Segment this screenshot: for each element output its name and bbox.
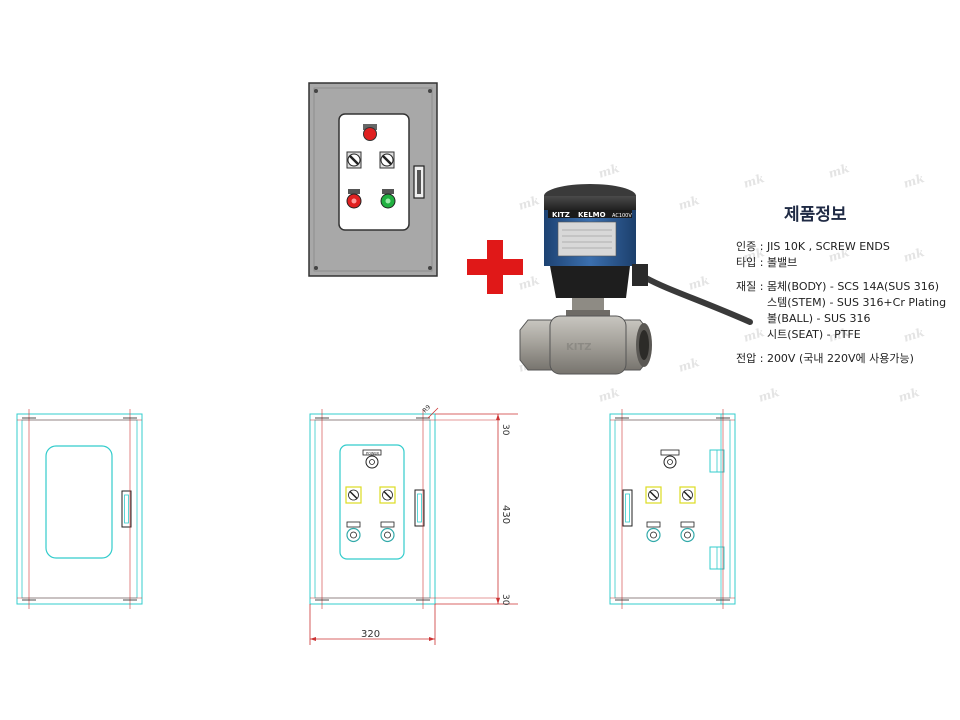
- watermark-mark: mk: [677, 193, 701, 213]
- cad-open-panel-view: [609, 409, 736, 609]
- product-type: 타입 : 볼밸브: [736, 256, 798, 269]
- watermark-mark: mk: [517, 193, 541, 213]
- watermark-mark: mk: [517, 273, 541, 293]
- product-info-panel: 제품정보 인증 : JIS 10K , SCREW ENDS 타입 : 볼밸브 …: [736, 200, 956, 367]
- product-info-title: 제품정보: [784, 205, 847, 225]
- control-panel-illustration: [308, 82, 438, 277]
- valve-model: KELMO: [578, 211, 606, 219]
- watermark-mark: mk: [902, 171, 926, 191]
- cad-door-front-view: [16, 409, 143, 609]
- watermark-mark: mk: [677, 355, 701, 375]
- product-stem: 스템(STEM) - SUS 316+Cr Plating: [767, 296, 947, 309]
- valve-brand: KITZ: [552, 211, 570, 219]
- dim-top-margin: 30: [500, 424, 510, 436]
- motorized-ball-valve-illustration: KITZ KELMO AC100V KITZ: [519, 184, 753, 375]
- dim-radius: R9: [421, 404, 432, 415]
- power-lamp-label: [362, 449, 382, 456]
- plus-icon: [467, 240, 523, 294]
- indicator-lamp: [363, 127, 377, 141]
- watermark-mark: mk: [757, 385, 781, 405]
- watermark-mark: mk: [742, 325, 766, 345]
- watermark-mark: mk: [827, 245, 851, 265]
- svg-text:POWER: POWER: [366, 451, 380, 455]
- dim-height: 430: [500, 505, 511, 524]
- watermark-mark: mk: [687, 273, 711, 293]
- product-voltage: 전압 : 200V (국내 220V에 사용가능): [736, 352, 914, 365]
- body-cast-mark: KITZ: [566, 342, 592, 353]
- product-seat: 시트(SEAT) - PTFE: [767, 328, 861, 341]
- watermark-mark: mk: [902, 325, 926, 345]
- watermark-mark: mk: [597, 385, 621, 405]
- selector-switch-right: [379, 151, 395, 169]
- watermark-mark: mk: [597, 161, 621, 181]
- nameplate: [557, 221, 617, 257]
- watermark-mark: mk: [902, 245, 926, 265]
- selector-switch-left: [346, 151, 362, 169]
- valve-code: AC100V: [612, 213, 632, 219]
- watermark-mark: mk: [897, 385, 921, 405]
- watermark-mark: mk: [742, 171, 766, 191]
- product-ball: 볼(BALL) - SUS 316: [767, 312, 871, 325]
- cad-inner-panel-view: POWER: [309, 404, 518, 645]
- product-material: 재질 : 몸체(BODY) - SCS 14A(SUS 316): [736, 280, 940, 293]
- product-cert: 인증 : JIS 10K , SCREW ENDS: [736, 240, 890, 253]
- watermark-mark: mk: [742, 245, 766, 265]
- watermark-mark: mk: [827, 325, 851, 345]
- watermark-mark: mk: [827, 161, 851, 181]
- dim-width: 320: [361, 629, 380, 640]
- dim-bottom-margin: 30: [500, 594, 510, 606]
